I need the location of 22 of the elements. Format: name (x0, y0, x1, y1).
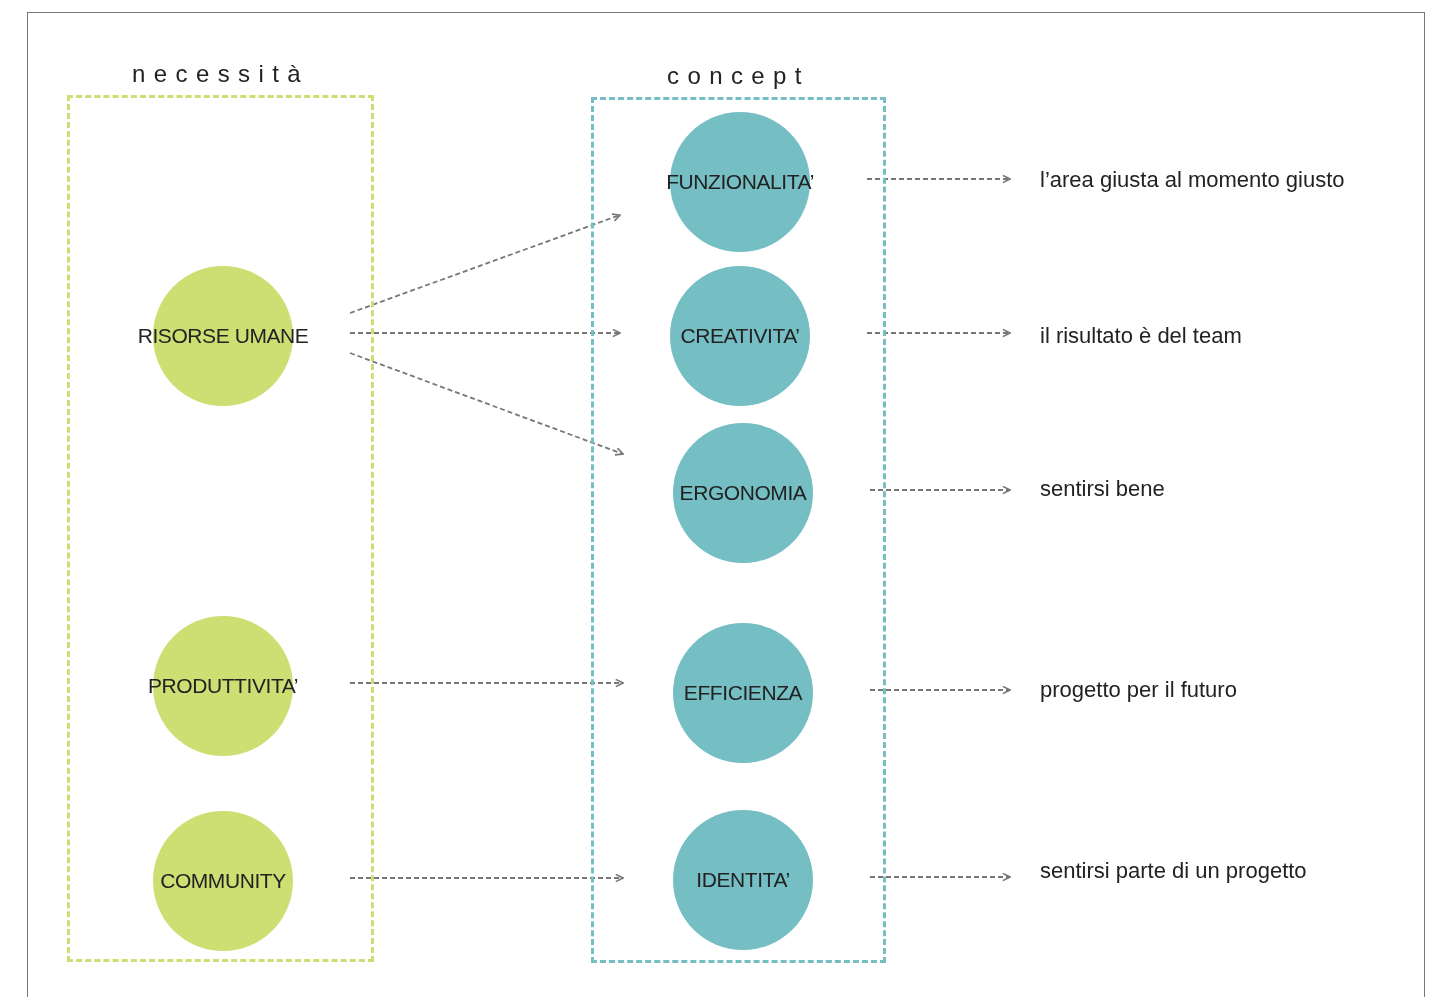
circle-label: EFFICIENZA (683, 680, 803, 707)
dashed-arrow (349, 213, 621, 314)
dashed-arrow (866, 174, 1011, 184)
dashed-arrow (349, 352, 624, 456)
group-heading: concept (666, 61, 811, 91)
circle-label: IDENTITA’ (696, 867, 790, 894)
dashed-arrow (866, 328, 1011, 338)
dashed-arrow (869, 872, 1011, 882)
circle-label: COMMUNITY (160, 868, 286, 895)
outcome-text: l’area giusta al momento giusto (1040, 162, 1345, 196)
outcome-text: sentirsi bene (1040, 471, 1165, 505)
outcome-text: sentirsi parte di un progetto (1040, 853, 1307, 887)
dashed-arrow (869, 485, 1011, 495)
dashed-arrow (349, 873, 624, 883)
circle-label: ERGONOMIA (679, 480, 807, 507)
dashed-arrow (869, 685, 1011, 695)
group-heading: necessità (131, 59, 310, 89)
dashed-arrow (349, 678, 624, 688)
circle-label: CREATIVITA’ (680, 323, 800, 350)
dashed-arrow (349, 328, 621, 338)
outcome-text: progetto per il futuro (1040, 672, 1237, 706)
outcome-text: il risultato è del team (1040, 318, 1242, 352)
